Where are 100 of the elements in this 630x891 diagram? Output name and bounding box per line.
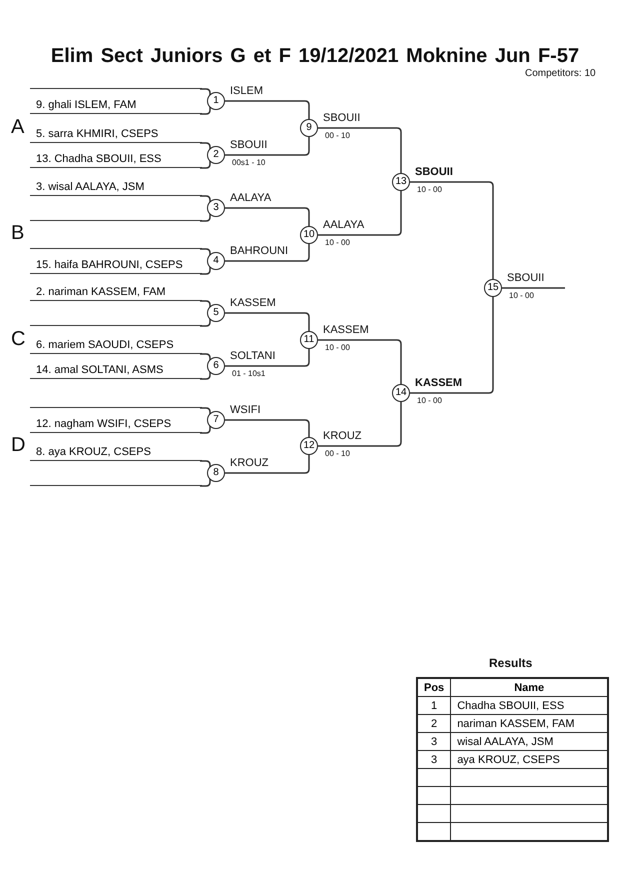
winner-name: KASSEM	[323, 324, 369, 336]
competitor-name: wisal AALAYA, JSM	[457, 736, 554, 748]
entry-line	[30, 152, 202, 168]
match-circle: 8	[207, 464, 225, 482]
winner-name: BAHROUNI	[230, 245, 288, 257]
competitor-name: 3. wisal AALAYA, JSM	[36, 181, 144, 193]
position-number: 2	[431, 718, 438, 730]
bracket-line	[225, 137, 310, 156]
entry-line	[30, 417, 202, 433]
competitor-name: aya KROUZ, CSEPS	[457, 754, 560, 766]
match-score: 00s1 - 10	[232, 158, 266, 167]
bracket-line	[225, 207, 310, 226]
entry-line	[30, 98, 202, 114]
position-number: 3	[431, 736, 438, 748]
group-letter: D	[11, 434, 26, 457]
competitor-name: 13. Chadha SBOUII, ESS	[36, 153, 162, 165]
winner-name: KROUZ	[323, 430, 362, 442]
winner-name: AALAYA	[323, 219, 364, 231]
winner-name: SOLTANI	[230, 350, 276, 362]
table-title: Results	[489, 656, 532, 670]
bracket-line	[410, 297, 494, 394]
match-circle: 2	[207, 146, 225, 164]
bracket-line	[318, 191, 402, 236]
bracket-line	[200, 478, 211, 487]
bracket-line	[225, 349, 310, 367]
bracket-line	[200, 106, 211, 115]
competitor-name: 15. haifa BAHROUNI, CSEPS	[36, 259, 183, 271]
match-circle: 7	[207, 411, 225, 429]
bracket-line	[200, 142, 211, 150]
winner-name: KROUZ	[230, 457, 268, 469]
entry-line	[30, 363, 202, 379]
bracket-line	[225, 100, 310, 119]
match-circle: 6	[207, 357, 225, 375]
bracket-line	[200, 353, 211, 360]
winner-name: SBOUII	[323, 112, 360, 124]
competitor-name: 5. sarra KHMIRI, CSEPS	[36, 128, 158, 140]
group-letter: C	[11, 328, 26, 351]
winner-name: AALAYA	[230, 192, 272, 204]
competitors-count: Competitors: 10	[525, 68, 596, 79]
bracket-line	[200, 300, 211, 308]
bracket-line	[410, 181, 494, 279]
bracket-line	[502, 287, 565, 289]
entry-line	[30, 445, 202, 461]
match-circle: 11	[300, 331, 318, 349]
competitor-name: 8. aya KROUZ, CSEPS	[36, 446, 151, 458]
competitor-name: nariman KASSEM, FAM	[457, 718, 575, 730]
entry-line	[30, 127, 202, 143]
column-header: Name	[514, 682, 544, 694]
bracket-line	[200, 160, 211, 169]
bracket-line	[200, 407, 211, 414]
winner-name: SBOUII	[415, 166, 453, 178]
entry-line	[30, 338, 202, 354]
match-circle: 9	[300, 119, 318, 137]
match-circle: 15	[484, 279, 502, 297]
winner-name: KASSEM	[415, 377, 462, 389]
match-score: 10 - 00	[325, 343, 350, 352]
position-number: 3	[431, 754, 438, 766]
bracket-line	[225, 419, 310, 437]
bracket-line	[200, 372, 211, 380]
bracket-line	[200, 248, 211, 256]
competitor-name: 2. nariman KASSEM, FAM	[36, 286, 166, 298]
bracket-line	[200, 318, 211, 327]
bracket-line	[200, 426, 211, 434]
match-score: 00 - 10	[325, 449, 350, 458]
match-circle: 3	[207, 199, 225, 217]
competitor-name: 12. nagham WSIFI, CSEPS	[36, 418, 172, 430]
competitor-name: 9. ghali ISLEM, FAM	[36, 99, 136, 111]
match-circle: 14	[392, 384, 410, 402]
match-score: 10 - 00	[325, 238, 350, 247]
column-header: Pos	[424, 682, 444, 694]
match-circle: 10	[300, 226, 318, 244]
winner-name: WSIFI	[230, 404, 261, 416]
match-score: 10 - 00	[417, 396, 442, 405]
bracket-line	[225, 312, 310, 331]
bracket-line	[200, 214, 211, 222]
bracket-line	[200, 460, 211, 468]
match-circle: 1	[207, 92, 225, 110]
bracket-line	[200, 266, 211, 275]
competitor-name: Chadha SBOUII, ESS	[457, 700, 564, 712]
match-circle: 5	[207, 304, 225, 322]
entry-line	[30, 285, 202, 301]
match-circle: 12	[300, 437, 318, 455]
winner-name: KASSEM	[230, 297, 276, 309]
position-number: 1	[431, 700, 438, 712]
winner-name: SBOUII	[507, 272, 544, 284]
winner-name: ISLEM	[230, 85, 264, 97]
entry-line	[30, 180, 202, 196]
match-circle: 13	[392, 173, 410, 191]
title: Elim Sect Juniors G et F 19/12/2021 Moknine Jun F-57	[50, 45, 580, 68]
match-circle: 4	[207, 252, 225, 270]
bracket-line	[318, 402, 402, 447]
competitor-name: 6. mariem SAOUDI, CSEPS	[36, 339, 174, 351]
bracket-line	[225, 455, 310, 474]
match-score: 01 - 10s1	[232, 369, 266, 378]
bracket-line	[318, 339, 402, 384]
match-score: 10 - 00	[509, 291, 534, 300]
match-score: 00 - 10	[325, 131, 350, 140]
bracket-line	[318, 127, 402, 173]
match-score: 10 - 00	[417, 185, 442, 194]
entry-line	[30, 258, 202, 274]
